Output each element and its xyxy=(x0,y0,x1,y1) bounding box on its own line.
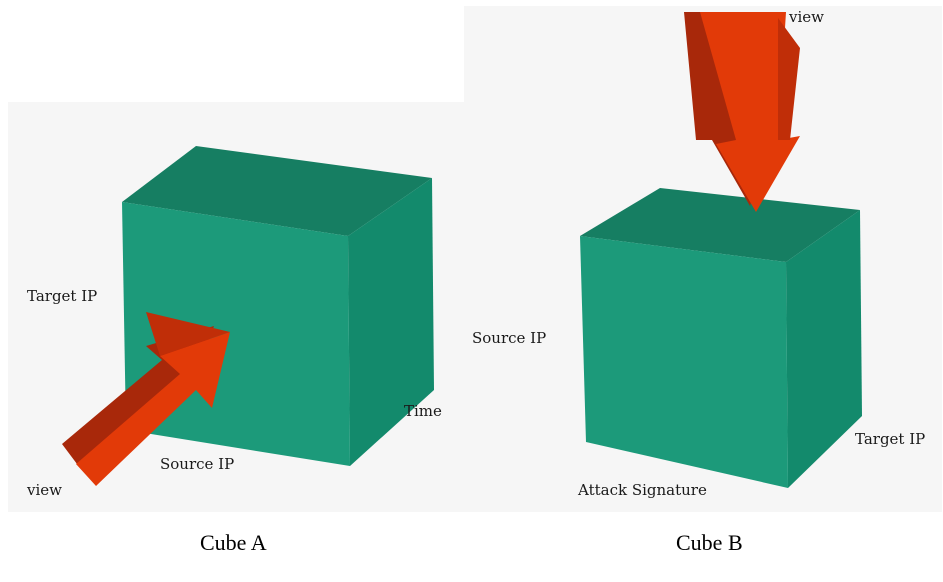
cube-b-front-face xyxy=(580,236,788,488)
cube-b xyxy=(580,188,862,488)
cube-a-arrow xyxy=(76,332,230,486)
cube-a-top-face xyxy=(122,146,432,236)
cube-b-top-face xyxy=(580,188,860,262)
cube-a-label-source: Source IP xyxy=(160,455,234,473)
cube-a-view-arrow xyxy=(62,312,230,486)
cube-a-label-time: Time xyxy=(404,402,442,420)
cube-b-label-signature: Attack Signature xyxy=(577,481,707,499)
cube-b-arrow xyxy=(700,12,800,212)
cube-b-caption: Cube B xyxy=(676,530,743,555)
cube-a-side-face xyxy=(348,178,434,466)
cube-b-label-source: Source IP xyxy=(472,329,546,347)
cube-b-label-view: view xyxy=(788,8,824,26)
cube-b-side-face xyxy=(786,210,862,488)
cube-b-view-arrow xyxy=(684,12,800,212)
cube-a-label-view: view xyxy=(26,481,62,499)
cube-b-arrow-tip xyxy=(778,18,800,140)
cube-a-label-target: Target IP xyxy=(27,287,97,305)
cube-a-caption: Cube A xyxy=(200,530,267,555)
cube-b-label-target: Target IP xyxy=(855,430,925,448)
cube-a xyxy=(122,146,434,466)
cube-a-arrow-tip xyxy=(146,312,230,356)
